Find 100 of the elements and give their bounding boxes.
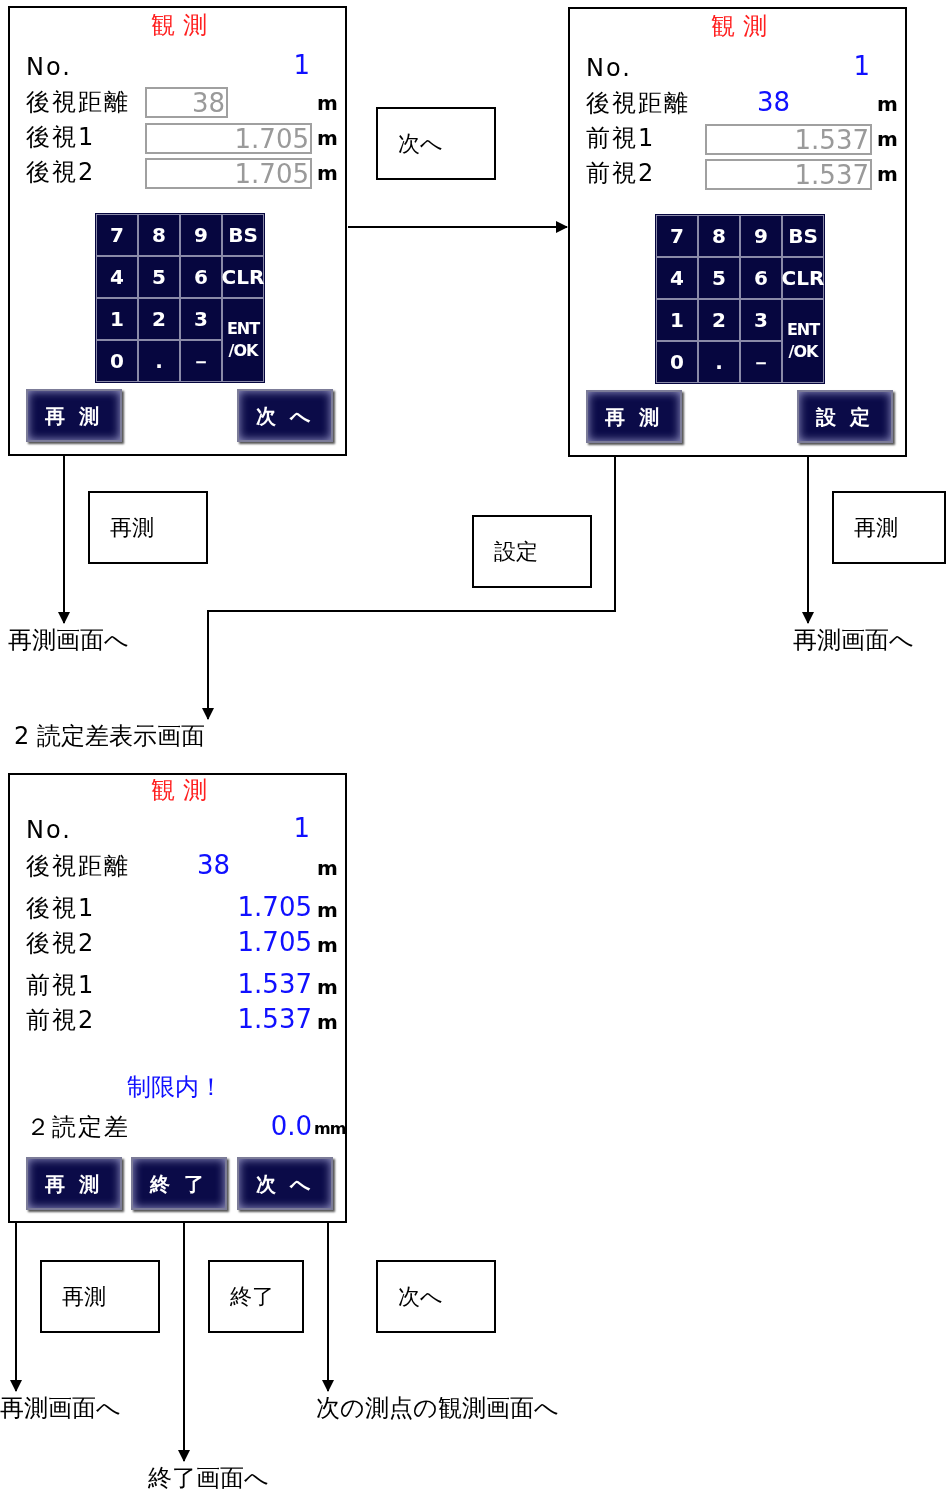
key: . [698,341,740,383]
arrow [178,1222,190,1462]
key: BS [782,215,824,257]
destination-text: 再測画面へ [793,624,914,656]
key: 2 [138,298,180,340]
key: 1 [96,298,138,340]
arrow [202,456,616,720]
key: 5 [138,256,180,298]
unit-text: m [317,160,338,186]
value-text: 1 [853,51,870,81]
unit-text: m [317,125,338,151]
key: 8 [698,215,740,257]
value-text: 1.537 [237,969,312,999]
keypad [95,213,265,383]
value-text: 38 [196,850,230,880]
key: － [180,340,222,382]
key: 7 [96,214,138,256]
key: 2 [698,299,740,341]
key: CLR [222,256,264,298]
value-text: 0.0 [270,1111,312,1141]
key: 7 [656,215,698,257]
key: 1 [656,299,698,341]
field-label: No. [586,53,632,83]
condition-box: 再測 [40,1260,160,1333]
key: ENT /OK [782,299,824,383]
field-label: 後視1 [26,893,96,923]
key: 8 [138,214,180,256]
unit-text: m [877,126,898,152]
screen-button: 設 定 [797,390,893,443]
input-field: 1.705 [145,123,312,154]
screen-button: 再 測 [586,390,682,443]
arrow [347,221,568,233]
screen-button: 次 へ [237,389,333,442]
field-label: 前視2 [586,158,656,188]
field-label: 前視2 [26,1005,96,1035]
device-screen [8,773,347,1223]
key: 4 [96,256,138,298]
condition-box: 再測 [88,491,208,564]
key: 0 [656,341,698,383]
value-text: 1 [293,813,310,843]
key: . [138,340,180,382]
value-text: 1.705 [237,927,312,957]
field-label: 前視1 [26,970,96,1000]
key: ENT /OK [222,298,264,382]
key: 6 [180,256,222,298]
value-text: 1 [293,50,310,80]
key: CLR [782,257,824,299]
condition-box: 再測 [832,491,946,564]
device-screen [8,6,347,456]
destination-text: 再測画面へ [8,624,129,656]
input-field: 1.537 [705,159,872,190]
unit-text: m [317,855,338,881]
key: 3 [180,298,222,340]
arrow [802,456,814,624]
value-text: 1.537 [237,1004,312,1034]
key: 0 [96,340,138,382]
key: 6 [740,257,782,299]
field-label: 後視2 [26,157,96,187]
unit-text: m [877,161,898,187]
status-text: 制限内！ [127,1072,223,1102]
destination-text: 再測画面へ [0,1392,121,1424]
unit-text: m [317,897,338,923]
input-field: 1.705 [145,158,312,189]
key: 9 [740,215,782,257]
arrow [10,1222,22,1392]
field-label: 後視距離 [586,88,690,118]
field-label: ２読定差 [26,1112,130,1142]
field-label: 後視距離 [26,87,130,117]
screen-title: 観 測 [711,11,767,41]
unit-text: m [317,1009,338,1035]
condition-box: 次へ [376,107,496,180]
arrow [58,455,70,624]
keypad [655,214,825,384]
key: 4 [656,257,698,299]
value-text: 1.705 [237,892,312,922]
condition-box: 終了 [208,1260,304,1333]
field-label: 前視1 [586,123,656,153]
key: 3 [740,299,782,341]
screen-button: 再 測 [26,389,122,442]
destination-text: 終了画面へ [148,1462,269,1494]
screen-button: 再 測 [26,1157,122,1210]
condition-box: 設定 [472,515,592,588]
key: 5 [698,257,740,299]
key: BS [222,214,264,256]
destination-text: 次の測点の観測画面へ [316,1392,559,1424]
field-label: No. [26,815,72,845]
unit-text: mm [314,1118,346,1140]
screen-button: 終 了 [131,1157,227,1210]
field-label: 後視1 [26,122,96,152]
screen-title: 観 測 [151,775,207,805]
arrow [322,1222,334,1392]
key: 9 [180,214,222,256]
unit-text: m [877,91,898,117]
destination-text: 2 読定差表示画面 [14,720,205,752]
unit-text: m [317,90,338,116]
device-screen [568,7,907,457]
value-text: 38 [756,87,790,117]
field-label: No. [26,52,72,82]
screen-button: 次 へ [237,1157,333,1210]
input-field: 38 [145,87,228,118]
